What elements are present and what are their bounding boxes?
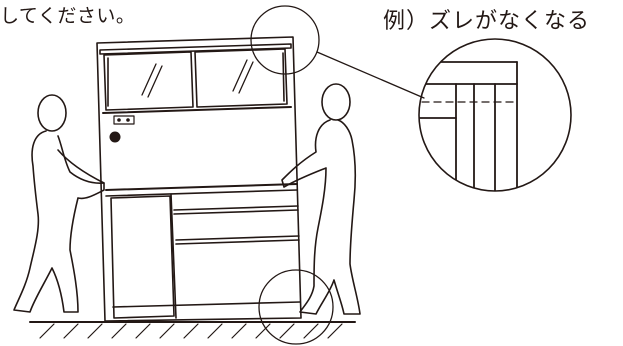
glass-reflection <box>142 60 253 97</box>
cabinet-top-rail <box>100 44 291 54</box>
upper-glass-door-right <box>195 49 287 107</box>
instruction-text: してください。 <box>0 5 136 27</box>
example-caption: 例）ズレがなくなる <box>383 9 591 34</box>
cabinet <box>97 37 301 321</box>
callout-bottom <box>259 270 333 344</box>
person-right <box>282 84 360 314</box>
detail-magnifier <box>410 39 571 200</box>
cabinet-label-badge <box>114 116 134 124</box>
lower-sliding-door <box>111 196 174 318</box>
callout-top <box>251 6 424 98</box>
person-left <box>14 95 104 312</box>
floor-hatching <box>40 324 342 338</box>
cabinet-body <box>97 37 301 321</box>
upper-glass-door-left <box>104 52 193 110</box>
floor <box>30 322 355 338</box>
cabinet-knob <box>109 131 121 143</box>
